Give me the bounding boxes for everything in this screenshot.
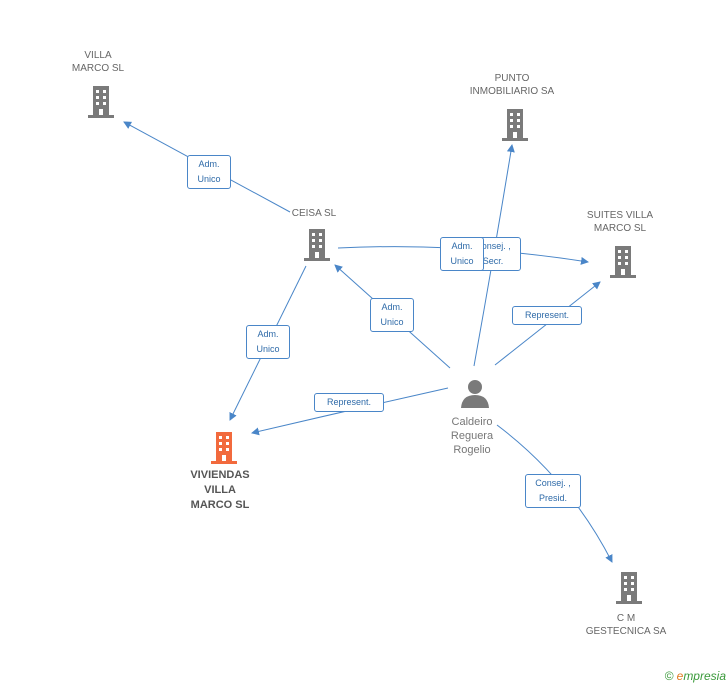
logo-text: mpresia [683, 669, 726, 683]
logo-letter: e [676, 669, 684, 683]
node-label-cm-gestecnica[interactable]: C M GESTECNICA SA [585, 613, 667, 637]
node-label-person[interactable]: Caldeiro Reguera Rogelio [450, 416, 494, 456]
empresia-logo: ©empresia [665, 669, 726, 683]
building-icon[interactable] [85, 84, 117, 118]
edge-label-represent: Represent. [314, 393, 384, 412]
person-icon[interactable] [459, 377, 491, 409]
building-icon[interactable] [607, 244, 639, 278]
building-icon[interactable] [613, 570, 645, 604]
building-icon[interactable] [208, 430, 240, 464]
edge-label-consej-presid: Consej. , Presid. [525, 474, 581, 508]
copyright-icon: © [664, 669, 674, 683]
building-icon[interactable] [499, 107, 531, 141]
edge-label-adm-unico: Adm. Unico [187, 155, 231, 189]
node-label-suites-villa-marco[interactable]: SUITES VILLA MARCO SL [586, 210, 654, 234]
edge-label-adm-unico: Adm. Unico [440, 237, 484, 271]
node-label-viviendas-villa-marco[interactable]: VIVIENDAS VILLA MARCO SL [190, 469, 250, 511]
building-icon[interactable] [301, 227, 333, 261]
node-label-ceisa[interactable]: CEISA SL [291, 208, 337, 219]
node-label-punto-inmobiliario[interactable]: PUNTO INMOBILIARIO SA [469, 73, 555, 97]
node-label-villa-marco[interactable]: VILLA MARCO SL [71, 50, 125, 74]
edge-label-adm-unico: Adm. Unico [370, 298, 414, 332]
edge-label-represent: Represent. [512, 306, 582, 325]
edge-label-adm-unico: Adm. Unico [246, 325, 290, 359]
